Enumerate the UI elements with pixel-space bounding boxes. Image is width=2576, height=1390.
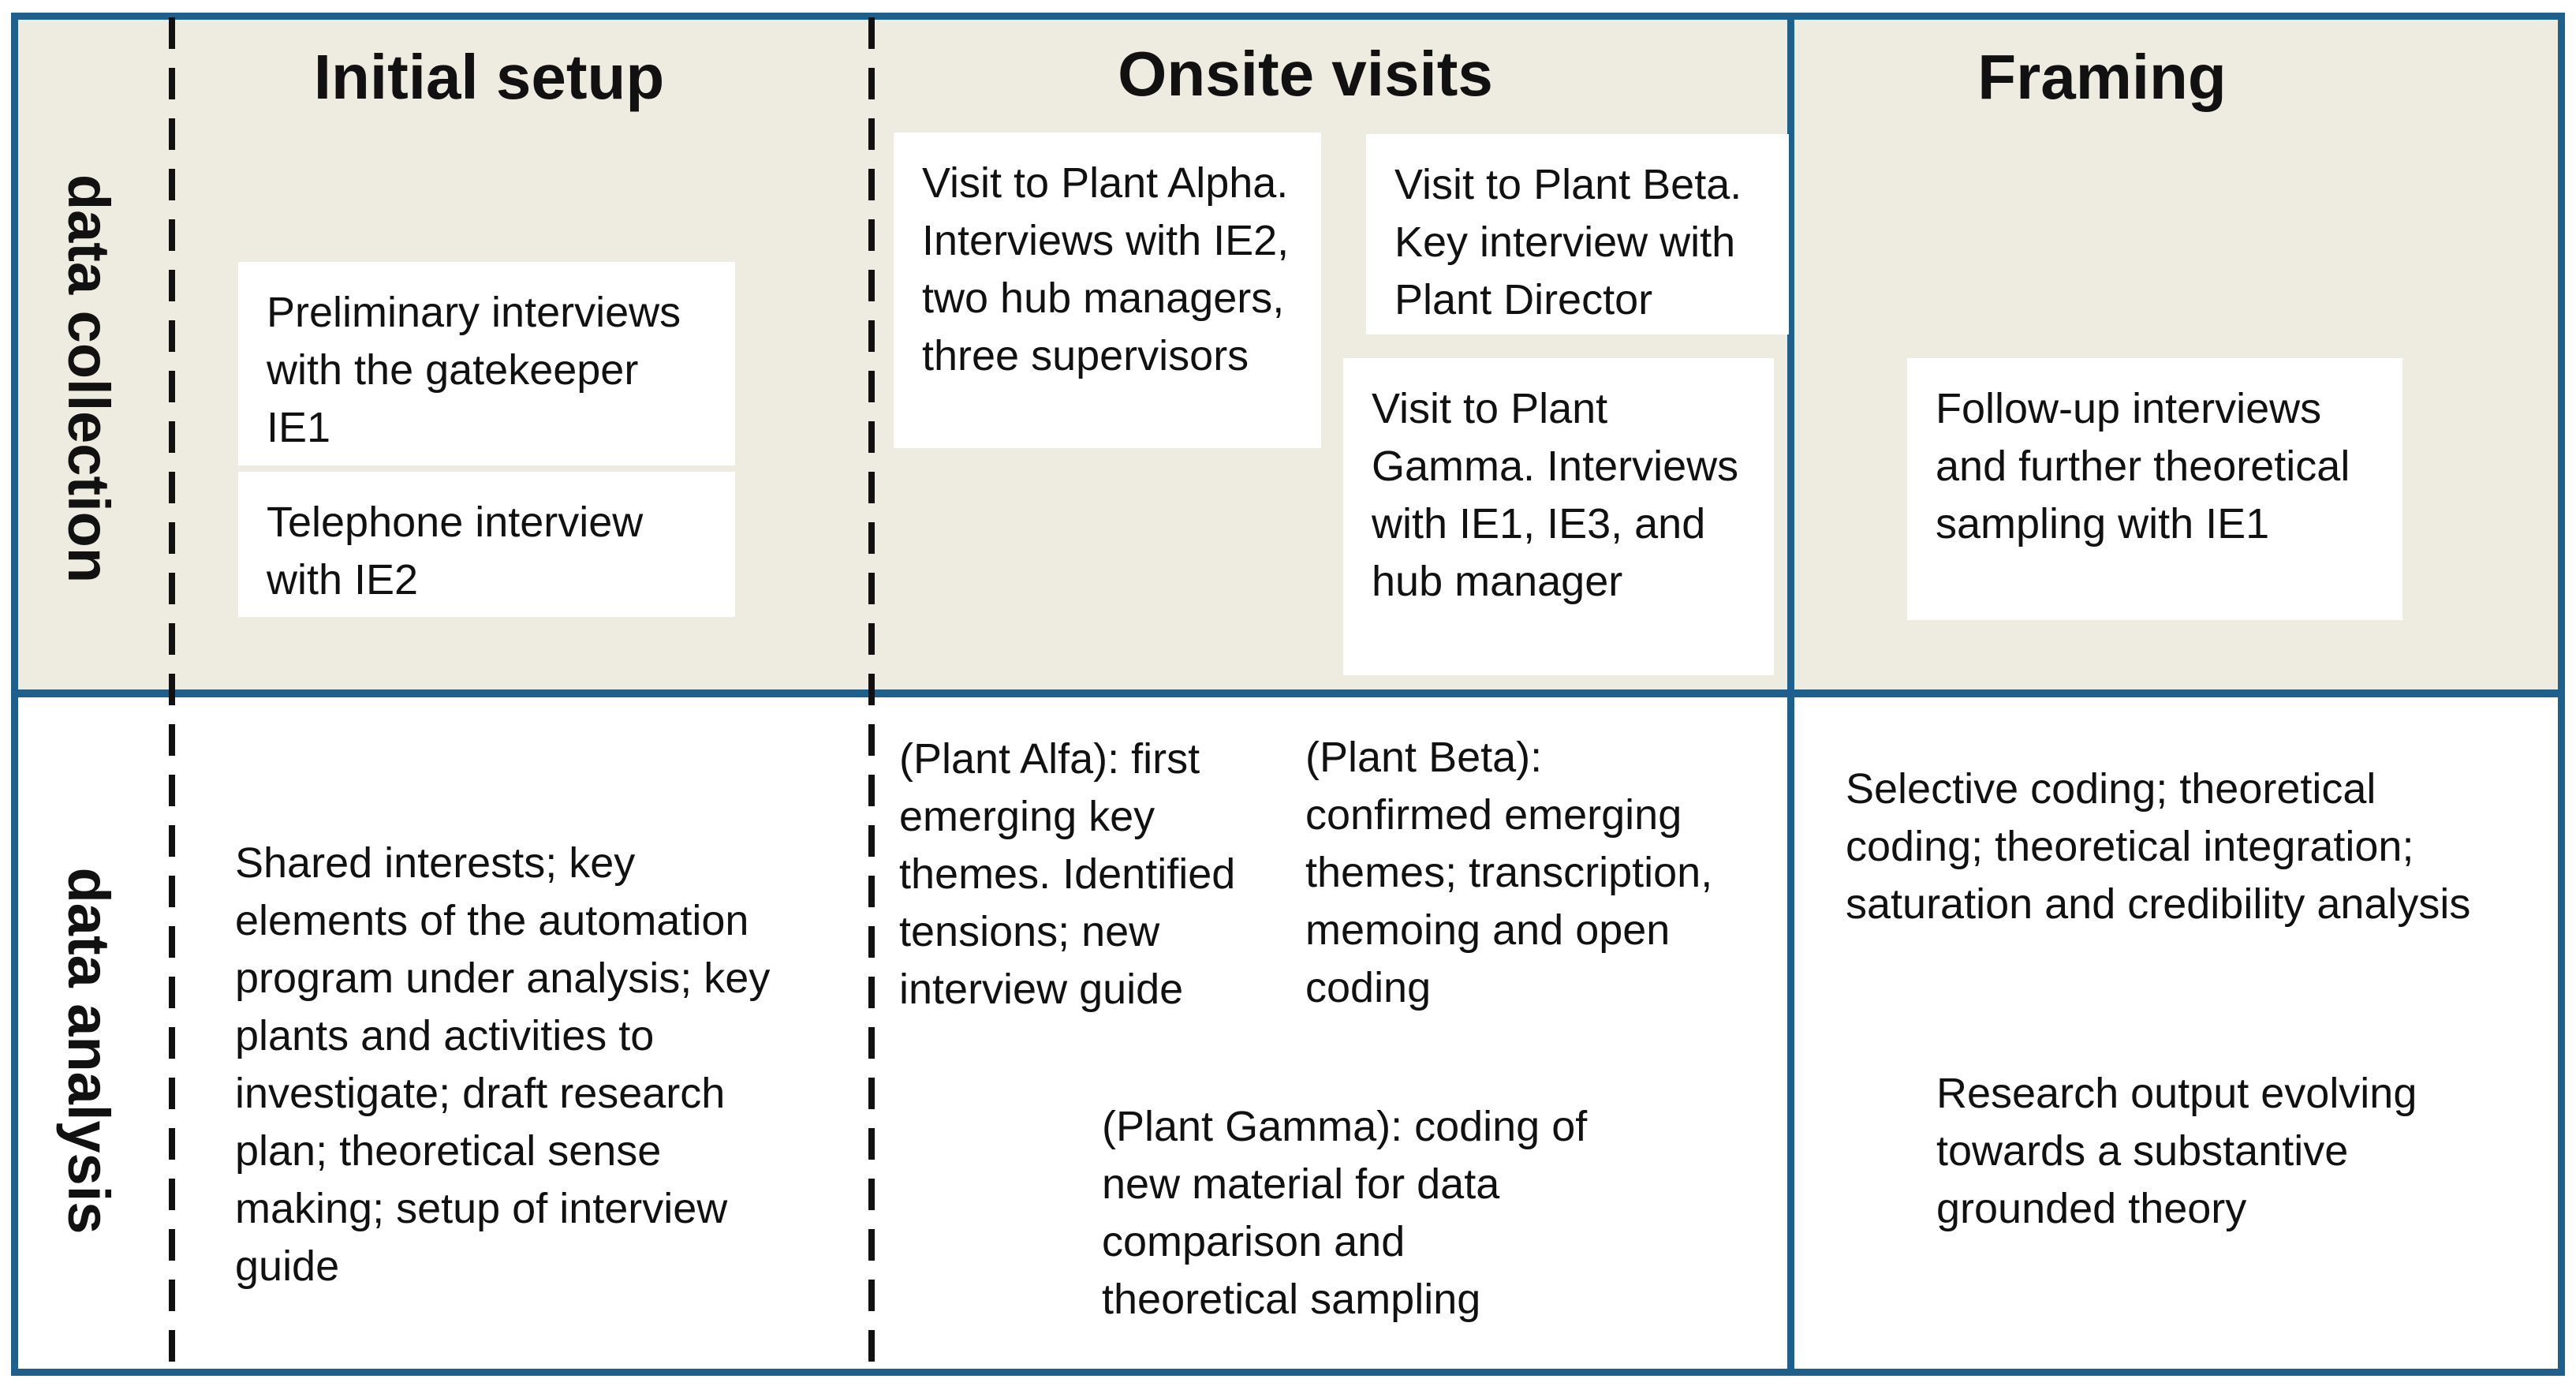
text-research-output: Research output evolving towards a subst… <box>1936 1070 2417 1232</box>
row-divider <box>11 689 2565 697</box>
box-follow-up-interviews: Follow-up interviews and further theoret… <box>1907 358 2402 620</box>
box-preliminary-interviews: Preliminary interviews with the gatekeep… <box>238 262 735 465</box>
data-analysis-band <box>11 696 2565 1376</box>
dashed-divider-left <box>169 17 175 1371</box>
row-label-data-analysis: data analysis <box>56 867 121 1235</box>
box-visit-beta: Visit to Plant Beta. Key interview with … <box>1366 134 1789 334</box>
box-visit-gamma: Visit to Plant Gamma. Interviews with IE… <box>1343 358 1774 675</box>
box-visit-alpha: Visit to Plant Alpha. Interviews with IE… <box>894 133 1321 448</box>
box-telephone-interview: Telephone interview with IE2 <box>238 472 735 617</box>
dashed-divider-middle <box>868 17 875 1371</box>
text-plant-alfa-analysis: (Plant Alfa): first emerging key themes.… <box>899 735 1236 1013</box>
framing-divider <box>1787 13 1794 1376</box>
text-plant-beta-analysis: (Plant Beta): confirmed emerging themes;… <box>1305 734 1713 1011</box>
text-plant-gamma-analysis: (Plant Gamma): coding of new material fo… <box>1102 1103 1588 1323</box>
heading-onsite-visits: Onsite visits <box>1118 39 1493 109</box>
text-selective-coding: Selective coding; theoretical coding; th… <box>1846 765 2471 928</box>
row-label-data-collection: data collection <box>56 174 121 584</box>
text-initial-analysis: Shared interests; key elements of the au… <box>235 839 771 1290</box>
heading-framing: Framing <box>1977 42 2227 112</box>
heading-initial-setup: Initial setup <box>313 42 665 112</box>
